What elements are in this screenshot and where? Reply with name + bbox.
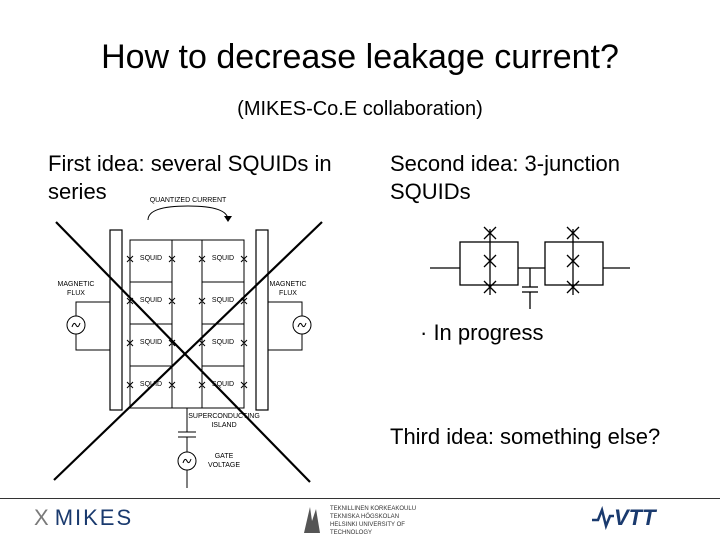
mikes-logo-icon: X	[34, 505, 51, 530]
cross-out-line-1	[55, 221, 311, 483]
magnetic-flux-left-line2: FLUX	[67, 290, 85, 297]
in-progress-text: · In progress	[420, 320, 544, 345]
quantized-current-label: QUANTIZED CURRENT	[150, 197, 227, 204]
second-idea-line2: SQUIDs	[390, 179, 471, 204]
three-junction-squid-diagram	[430, 226, 630, 309]
second-idea-text: Second idea: 3-junction SQUIDs	[390, 150, 690, 206]
tkk-line: TEKNISKA HÖGSKOLAN	[330, 514, 400, 520]
gate-voltage-line2: VOLTAGE	[208, 462, 240, 469]
squid-label: SQUID	[140, 255, 162, 262]
tkk-logo-icon	[304, 507, 320, 533]
magnetic-flux-right-line1: MAGNETIC	[270, 281, 307, 288]
first-idea-text: First idea: several SQUIDs in series	[48, 150, 368, 206]
island-label-line2: ISLAND	[211, 422, 236, 429]
squid-grid	[129, 239, 245, 418]
junction-marks	[126, 255, 248, 389]
first-idea-line1: First idea: several SQUIDs in	[48, 151, 332, 176]
second-idea-line1: Second idea: 3-junction	[390, 151, 620, 176]
left-coil	[109, 229, 123, 411]
tkk-line: TEKNILLINEN KORKEAKOULU	[330, 506, 417, 512]
mikes-logo-text: MIKES	[54, 505, 134, 530]
gate-voltage-line1: GATE	[215, 453, 234, 460]
footer-divider	[0, 498, 720, 499]
squid-labels: SQUID SQUID SQUID SQUID SQUID SQUID SQUI…	[140, 255, 234, 388]
cross-out-line-2	[53, 221, 323, 481]
first-idea-line2: series	[48, 179, 107, 204]
squid-label: SQUID	[140, 339, 162, 346]
right-coil	[255, 229, 269, 411]
magnetic-flux-left-line1: MAGNETIC	[58, 281, 95, 288]
junction-crosses	[483, 226, 580, 294]
squid-label: SQUID	[212, 297, 234, 304]
squid-label: SQUID	[212, 381, 234, 388]
tkk-line: HELSINKI UNIVERSITY OF TECHNOLOGY	[330, 522, 405, 536]
squid-label: SQUID	[140, 381, 162, 388]
slide-title: How to decrease leakage current?	[101, 38, 619, 76]
flux-sources	[66, 301, 312, 351]
squid-label: SQUID	[140, 297, 162, 304]
vtt-logo: VTT	[614, 505, 656, 530]
squid-label: SQUID	[212, 255, 234, 262]
slide-subtitle: (MIKES-Co.E collaboration)	[237, 98, 483, 120]
tkk-logo-text: TEKNILLINEN KORKEAKOULU TEKNISKA HÖGSKOL…	[330, 505, 440, 537]
magnetic-flux-right-line2: FLUX	[279, 290, 297, 297]
island-label-line1: SUPERCONDUCTING	[188, 413, 260, 420]
series-squid-diagram: QUANTIZED CURRENT SQUID SQUID SQUID SQUI…	[53, 197, 323, 488]
gate-circuit	[177, 418, 197, 488]
third-idea-text: Third idea: something else?	[390, 424, 661, 449]
vtt-logo-icon	[592, 506, 614, 530]
quantized-current-arrow	[147, 205, 229, 221]
squid-label: SQUID	[212, 339, 234, 346]
